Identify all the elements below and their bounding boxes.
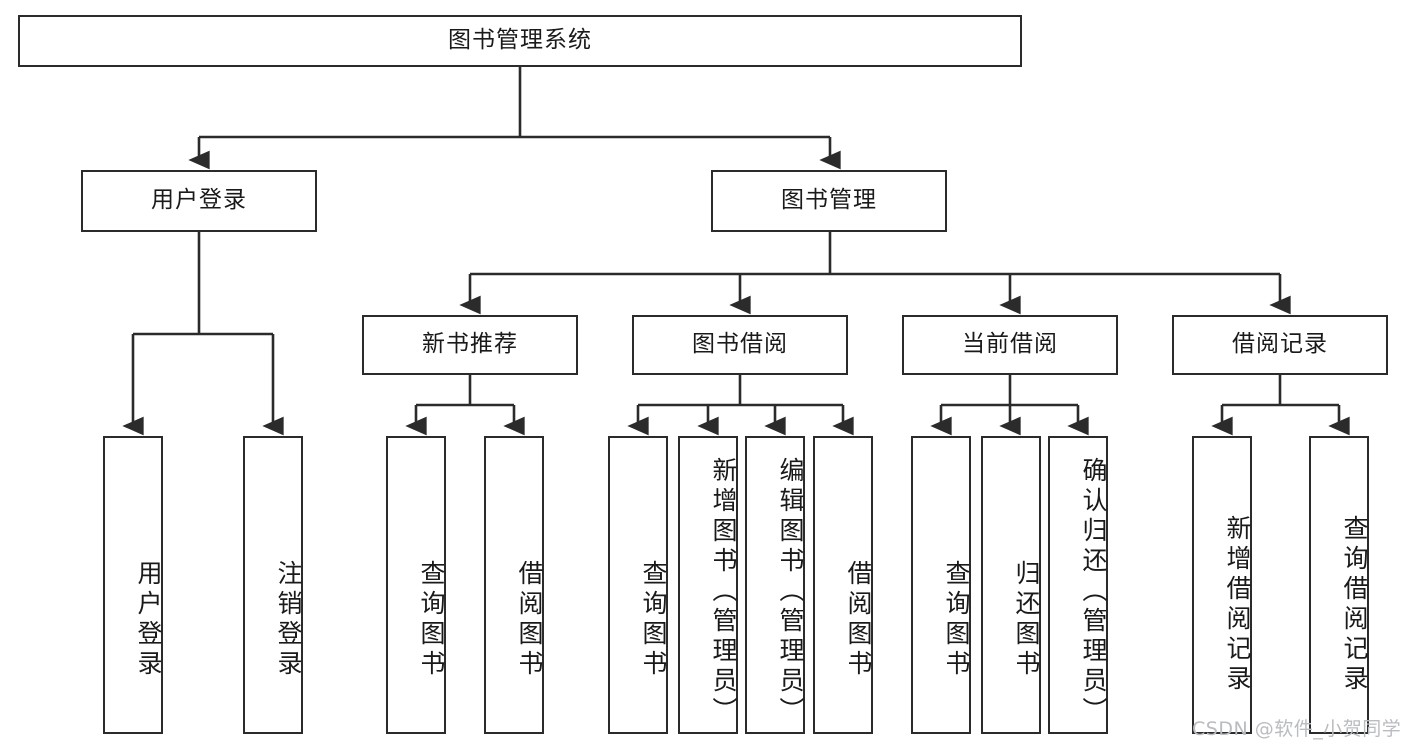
leaf-current-borrow-confirm-return-admin[interactable]: 确认归还（管理员） [1048,436,1108,734]
node-root-system[interactable]: 图书管理系统 [18,15,1022,67]
leaf-new-book-borrow-books[interactable]: 借阅图书 [484,436,544,734]
node-user-login[interactable]: 用户登录 [81,170,317,232]
leaf-user-login-signout[interactable]: 注销登录 [243,436,303,734]
leaf-book-borrow-borrow-books[interactable]: 借阅图书 [813,436,873,734]
leaf-book-borrow-query-books[interactable]: 查询图书 [608,436,668,734]
leaf-current-borrow-query-books[interactable]: 查询图书 [911,436,971,734]
leaf-book-borrow-edit-book-admin[interactable]: 编辑图书（管理员） [745,436,805,734]
leaf-borrow-record-query-record[interactable]: 查询借阅记录 [1309,436,1369,734]
leaf-new-book-query-books[interactable]: 查询图书 [386,436,446,734]
leaf-user-login-signin[interactable]: 用户登录 [103,436,163,734]
node-borrow-record[interactable]: 借阅记录 [1172,315,1388,375]
node-book-borrow[interactable]: 图书借阅 [632,315,848,375]
leaf-current-borrow-return-books[interactable]: 归还图书 [981,436,1041,734]
node-current-borrow[interactable]: 当前借阅 [902,315,1118,375]
leaf-borrow-record-add-record[interactable]: 新增借阅记录 [1192,436,1252,734]
node-book-management[interactable]: 图书管理 [711,170,947,232]
leaf-book-borrow-add-book-admin[interactable]: 新增图书（管理员） [678,436,738,734]
node-new-book-recommend[interactable]: 新书推荐 [362,315,578,375]
